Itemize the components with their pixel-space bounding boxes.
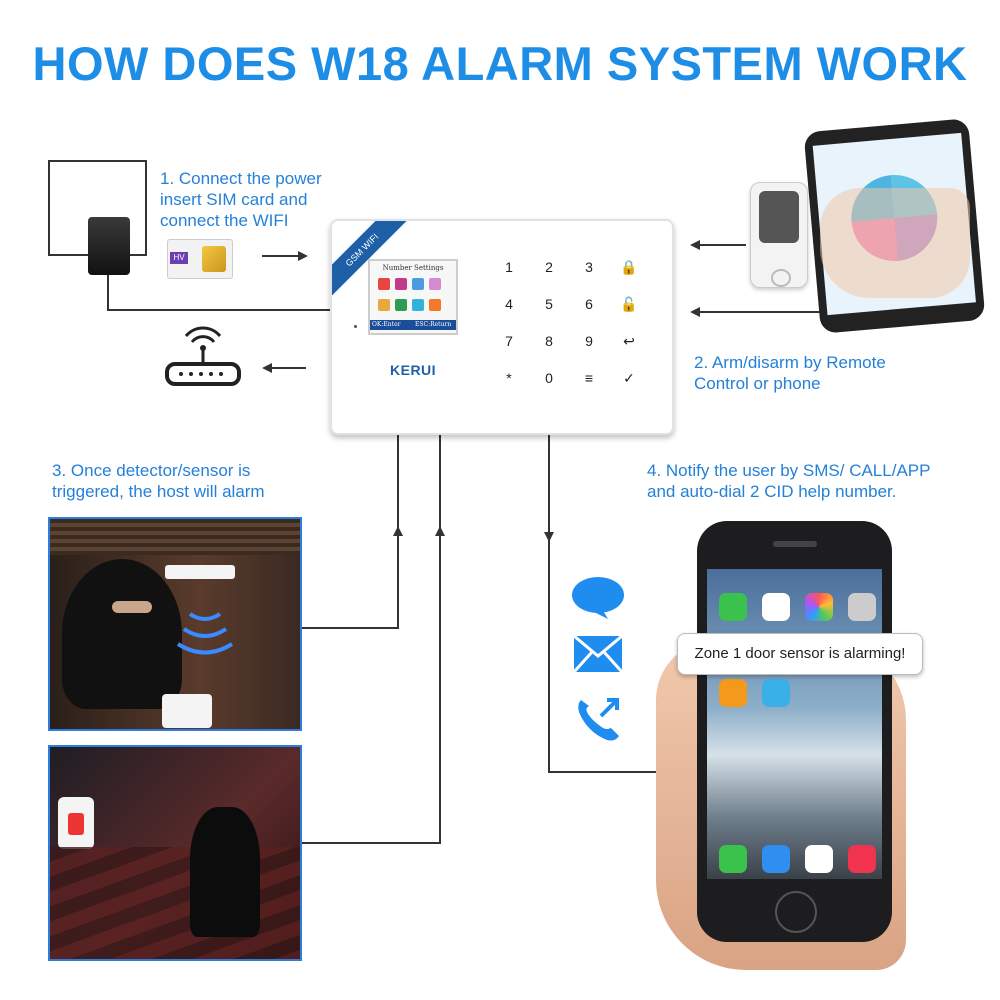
door-sensor-icon <box>162 694 212 728</box>
host-key: ↩ <box>623 333 635 349</box>
page-title: HOW DOES W18 ALARM SYSTEM WORK <box>32 37 968 90</box>
photos-app-icon <box>805 593 833 621</box>
door-sensor-wire <box>300 526 403 629</box>
host-key: 5 <box>545 296 553 312</box>
sms-icon <box>572 577 624 619</box>
mail-app-icon <box>762 845 790 873</box>
step1-caption: 1. Connect the power insert SIM card and… <box>160 169 322 230</box>
host-led <box>354 325 357 328</box>
calendar-app-icon <box>762 593 790 621</box>
sim-chip <box>202 246 226 272</box>
host-lcd-screen: Number Settings OK:Enter ESC:Return <box>368 259 458 335</box>
host-keypad: 1 2 3 🔒 4 5 6 🔓 7 8 9 ↩ * 0 ≡ ✓ <box>494 259 644 399</box>
door-sensor-magnet-icon <box>165 565 235 579</box>
host-key: 4 <box>505 296 513 312</box>
step2-caption: 2. Arm/disarm by Remote Control or phone <box>694 353 886 393</box>
pir-sensor-wire <box>300 526 445 844</box>
phone-screen <box>707 569 882 879</box>
host-key: 8 <box>545 333 553 349</box>
email-icon <box>572 634 624 674</box>
sim-card-icon: HV <box>167 239 233 279</box>
host-key: ≡ <box>584 370 594 386</box>
phone-app-icon <box>719 845 747 873</box>
lcd-footer: OK:Enter ESC:Return <box>370 320 456 330</box>
camera-app-icon <box>848 593 876 621</box>
pir-sensor-photo <box>48 745 302 961</box>
pir-sensor-icon <box>58 797 94 849</box>
remote-control-icon <box>750 182 808 288</box>
host-key: * <box>506 370 512 386</box>
smartphone-notification <box>697 521 892 942</box>
host-key: 1 <box>505 259 513 275</box>
messages-app-icon <box>719 593 747 621</box>
host-key: 0 <box>545 370 553 386</box>
burglar-figure <box>62 559 182 709</box>
power-adapter-icon <box>88 217 130 275</box>
hand-holding-phone <box>820 188 970 298</box>
host-key: 2 <box>545 259 553 275</box>
host-key: 🔒 <box>620 259 638 275</box>
alarm-notification-bubble: Zone 1 door sensor is alarming! <box>677 633 923 675</box>
wifi-router-icon <box>165 326 241 386</box>
host-key: ✓ <box>623 370 635 386</box>
host-key: 9 <box>585 333 593 349</box>
call-icon <box>578 698 619 741</box>
host-key: 6 <box>585 296 593 312</box>
safari-app-icon <box>805 845 833 873</box>
alarm-host-panel: GSM WIFI Number Settings OK:Enter ESC:Re… <box>330 219 674 435</box>
music-app-icon <box>848 845 876 873</box>
host-key: 3 <box>585 259 593 275</box>
calculator-app-icon <box>719 679 747 707</box>
alarm-wave-icon <box>176 612 234 655</box>
step3-caption: 3. Once detector/sensor is triggered, th… <box>52 461 265 501</box>
home-button <box>775 891 817 933</box>
intruder-figure <box>190 807 260 937</box>
power-cable <box>107 275 330 311</box>
host-key: 7 <box>505 333 513 349</box>
host-key: 🔓 <box>620 296 638 312</box>
step4-caption: 4. Notify the user by SMS/ CALL/APP and … <box>647 461 931 501</box>
door-sensor-photo <box>48 517 302 731</box>
video-app-icon <box>762 679 790 707</box>
host-brand-logo: KERUI <box>390 362 437 378</box>
